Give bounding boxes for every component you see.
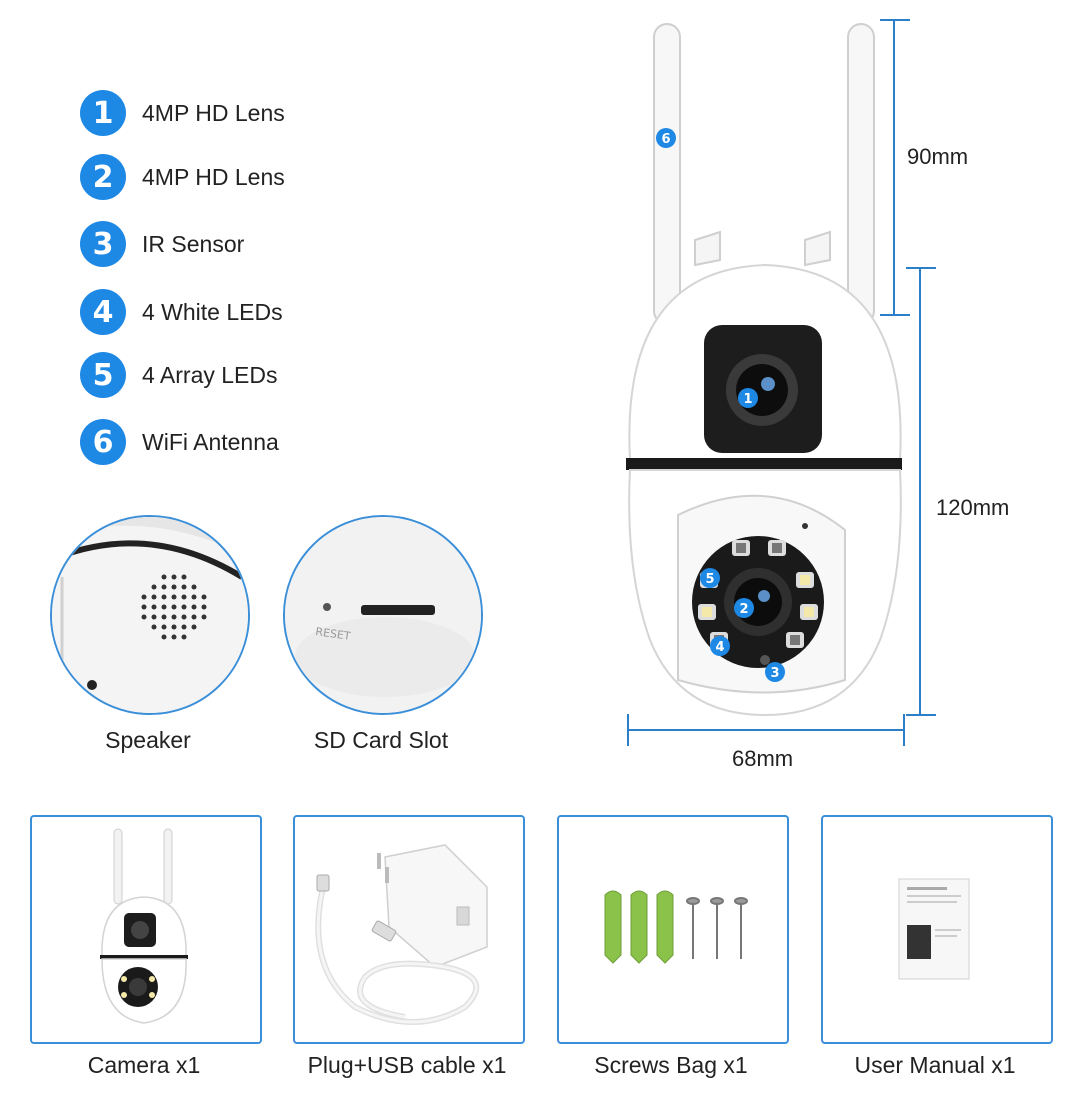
manual-icon [898,878,970,980]
right-antenna [847,23,875,325]
ir-sensor-dot [760,655,770,665]
screws-icon [604,890,748,964]
feature-label: 4MP HD Lens [142,99,285,126]
white-led-icon [698,572,818,620]
feature-label: 4 White LEDs [142,298,283,325]
sd-slot-icon: RESET [285,517,481,713]
feature-label: 4MP HD Lens [142,163,285,190]
feature-item-6: 6 WiFi Antenna [80,419,279,465]
package-plug-cable [293,815,525,1044]
camera-diagram: 6 1 2 3 4 5 [626,19,936,746]
marker-4: 4 [715,640,724,655]
plug-cable-icon [315,844,488,1025]
package-screws-label: Screws Bag x1 [594,1052,748,1078]
left-antenna [653,23,681,325]
speaker-detail [50,515,250,715]
feature-number-badge: 1 [80,90,126,136]
feature-number-badge: 6 [80,419,126,465]
package-plug-label: Plug+USB cable x1 [307,1052,507,1078]
dimension-lines [627,19,936,746]
camera-thumbnail-icon [100,828,188,1024]
feature-number-badge: 2 [80,154,126,200]
sd-slot-detail: RESET [283,515,483,715]
feature-label: WiFi Antenna [142,428,279,455]
feature-item-1: 1 4MP HD Lens [80,90,285,136]
sd-slot-caption: SD Card Slot [313,727,449,753]
marker-6: 6 [661,132,670,147]
package-camera [30,815,262,1044]
feature-number-badge: 4 [80,289,126,335]
feature-label: IR Sensor [142,230,245,257]
speaker-caption: Speaker [105,727,191,753]
feature-item-3: 3 IR Sensor [80,221,244,267]
feature-number-badge: 3 [80,221,126,267]
marker-1: 1 [743,392,752,407]
feature-item-4: 4 4 White LEDs [80,289,283,335]
marker-2: 2 [739,602,748,617]
height-dimension: 120mm [936,495,1010,520]
width-dimension: 68mm [732,746,794,771]
feature-label: 4 Array LEDs [142,361,278,388]
feature-item-5: 5 4 Array LEDs [80,352,278,398]
feature-item-2: 2 4MP HD Lens [80,154,285,200]
feature-number-badge: 5 [80,352,126,398]
package-manual [821,815,1053,1044]
marker-5: 5 [705,572,714,587]
package-camera-label: Camera x1 [87,1052,201,1078]
package-manual-label: User Manual x1 [854,1052,1016,1078]
marker-3: 3 [770,666,779,681]
speaker-grille-icon [52,517,248,713]
package-screws [557,815,789,1044]
reset-label: RESET [315,625,352,643]
antenna-dimension: 90mm [907,144,969,169]
